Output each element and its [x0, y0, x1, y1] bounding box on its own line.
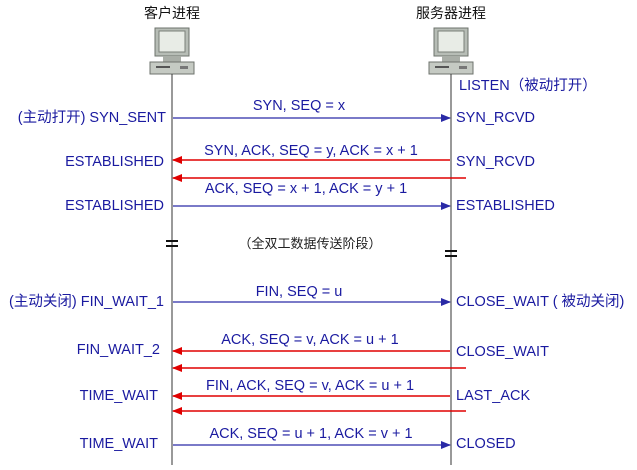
client-state-label: ESTABLISHED — [65, 154, 164, 170]
message-label: FIN, SEQ = u — [256, 284, 343, 300]
message-label: ACK, SEQ = u + 1, ACK = v + 1 — [209, 426, 412, 442]
client-computer-icon — [149, 27, 195, 75]
server-state-label: SYN_RCVD — [456, 110, 535, 126]
server-state-label: CLOSE_WAIT — [456, 344, 549, 360]
server-computer-icon — [428, 27, 474, 75]
message-label: FIN, ACK, SEQ = v, ACK = u + 1 — [206, 378, 414, 394]
data-transfer-note: （全双工数据传送阶段） — [238, 236, 381, 251]
message-label: ACK, SEQ = x + 1, ACK = y + 1 — [205, 181, 407, 197]
server-state-label: CLOSED — [456, 436, 516, 452]
server-title: 服务器进程 — [416, 5, 486, 21]
client-state-label: FIN_WAIT_2 — [77, 342, 160, 358]
server-state-label: SYN_RCVD — [456, 154, 535, 170]
step-7: TIME_WAIT CLOSED ACK, SEQ = u + 1, ACK =… — [80, 426, 516, 452]
step-4: (主动关闭) FIN_WAIT_1 CLOSE_WAIT ( 被动关闭) FIN… — [9, 284, 624, 310]
client-title: 客户进程 — [144, 5, 200, 21]
message-label: ACK, SEQ = v, ACK = u + 1 — [221, 332, 398, 348]
server-break-mark — [445, 250, 457, 257]
step-3: ESTABLISHED ESTABLISHED ACK, SEQ = x + 1… — [65, 181, 555, 214]
client-break-mark — [166, 240, 178, 247]
client-state-label: TIME_WAIT — [80, 388, 159, 404]
client-state-label: (主动打开) SYN_SENT — [18, 109, 166, 126]
client-state-label: TIME_WAIT — [80, 436, 159, 452]
step-5: FIN_WAIT_2 CLOSE_WAIT ACK, SEQ = v, ACK … — [77, 332, 549, 372]
message-label: SYN, ACK, SEQ = y, ACK = x + 1 — [204, 143, 418, 159]
client-state-label: (主动关闭) FIN_WAIT_1 — [9, 293, 164, 310]
server-initial-state: LISTEN（被动打开） — [459, 77, 597, 94]
step-6: TIME_WAIT LAST_ACK FIN, ACK, SEQ = v, AC… — [80, 378, 530, 415]
message-label: SYN, SEQ = x — [253, 98, 346, 114]
server-state-label: ESTABLISHED — [456, 198, 555, 214]
client-state-label: ESTABLISHED — [65, 198, 164, 214]
step-1: (主动打开) SYN_SENT SYN_RCVD SYN, SEQ = x — [18, 98, 535, 126]
server-state-label: LAST_ACK — [456, 388, 530, 404]
step-2: ESTABLISHED SYN_RCVD SYN, ACK, SEQ = y, … — [65, 143, 535, 182]
server-state-label: CLOSE_WAIT ( 被动关闭) — [456, 293, 624, 310]
